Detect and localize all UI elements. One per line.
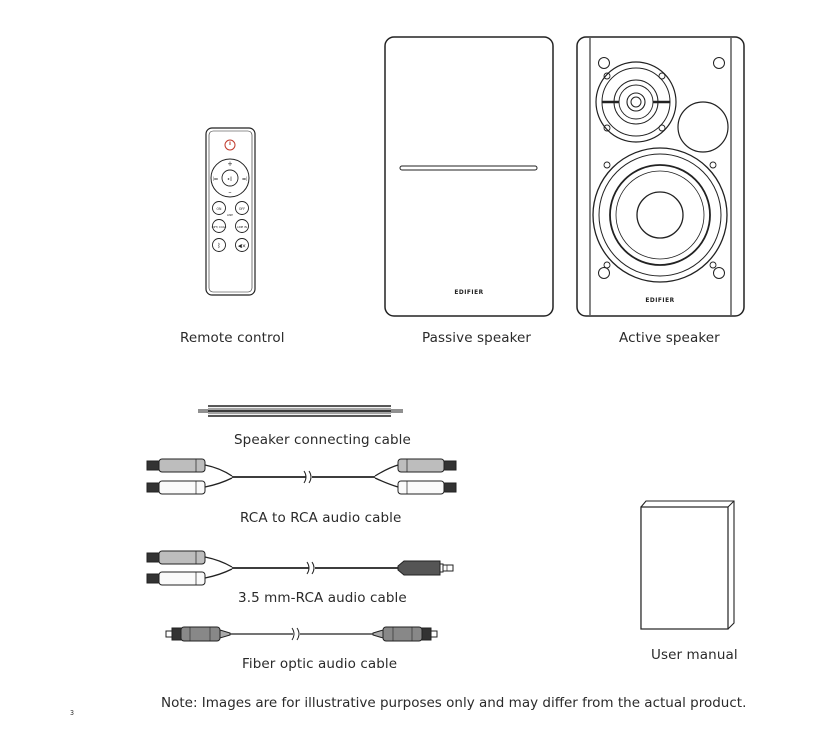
active-speaker-label: Active speaker — [619, 330, 720, 346]
svg-text:+: + — [227, 160, 232, 168]
rca-left-top-plug — [146, 458, 206, 473]
user-manual-label: User manual — [651, 647, 738, 663]
svg-text:–: – — [228, 188, 231, 196]
remote-optical-label: OPT/ COAX — [212, 225, 227, 229]
remote-control: + – |◂◂ ▸▸| ▸|| ON OFF LINE OPT/ COAX LI… — [205, 127, 256, 296]
active-speaker-brand: EDIFIER — [645, 296, 674, 304]
svg-text:ᛒ: ᛒ — [217, 243, 221, 250]
speaker-cable-label: Speaker connecting cable — [234, 432, 411, 448]
speaker-connecting-cable — [198, 405, 403, 417]
optic-right-plug — [372, 626, 438, 642]
passive-speaker: EDIFIER — [384, 36, 554, 317]
svg-text:▸▸|: ▸▸| — [243, 176, 248, 181]
remote-control-label: Remote control — [180, 330, 285, 346]
passive-speaker-brand: EDIFIER — [454, 288, 483, 296]
remote-on-label: ON — [217, 207, 223, 211]
optic-cable-label: Fiber optic audio cable — [242, 656, 398, 672]
page-number: 3 — [70, 709, 75, 717]
mm-cable-label: 3.5 mm-RCA audio cable — [238, 590, 407, 606]
disclaimer-note: Note: Images are for illustrative purpos… — [161, 695, 747, 711]
rca-left-bottom-plug — [146, 480, 206, 495]
mm-left-top-plug — [146, 550, 206, 565]
active-speaker: EDIFIER — [576, 36, 745, 317]
mm-left-bottom-plug — [146, 571, 206, 586]
svg-text:▸||: ▸|| — [228, 176, 232, 181]
remote-line-label: LINE — [227, 213, 233, 217]
rca-right-bottom-plug — [397, 480, 457, 495]
svg-text:◀×: ◀× — [238, 244, 246, 250]
passive-speaker-label: Passive speaker — [422, 330, 532, 346]
rca-cable-label: RCA to RCA audio cable — [240, 510, 402, 526]
optic-left-plug — [165, 626, 231, 642]
remote-off-label: OFF — [239, 207, 245, 211]
rca-right-top-plug — [397, 458, 457, 473]
rca-to-rca-cable — [146, 458, 457, 495]
mm-jack-plug — [397, 560, 454, 576]
3-5mm-rca-cable — [146, 550, 454, 586]
remote-linein-label: LINE IN — [237, 225, 247, 229]
user-manual — [640, 500, 735, 630]
svg-text:|◂◂: |◂◂ — [213, 176, 218, 181]
fiber-optic-cable — [165, 626, 438, 642]
